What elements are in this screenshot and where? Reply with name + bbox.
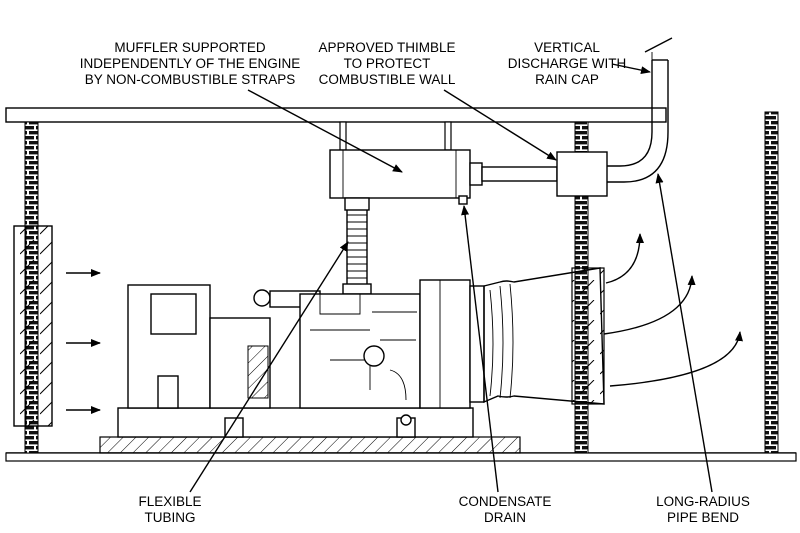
- tubing-label-line-1: FLEXIBLE: [138, 494, 201, 509]
- discharge-label-line-2: DISCHARGE WITH: [508, 56, 627, 71]
- drain-label-line-2: DRAIN: [484, 510, 526, 525]
- muffler-leader: [247, 89, 403, 173]
- muffler-straps: [339, 121, 452, 151]
- intake-louver: [13, 225, 53, 427]
- tubing-leader: [189, 241, 349, 493]
- thimble: [556, 151, 608, 197]
- leader-lines: [189, 63, 713, 493]
- bend-leader: [655, 173, 713, 493]
- muffler-label-line-1: MUFFLER SUPPORTED: [114, 40, 266, 55]
- generator-set: [117, 267, 605, 438]
- discharge-air-arrows: [603, 233, 743, 387]
- tubing-label-line-2: TUBING: [144, 510, 195, 525]
- thimble-label-line-1: APPROVED THIMBLE: [318, 40, 455, 55]
- muffler: [329, 149, 471, 205]
- discharge-label-line-3: RAIN CAP: [535, 72, 599, 87]
- discharge-leader: [611, 63, 651, 75]
- drain-leader: [461, 205, 499, 493]
- floor-slab: [5, 436, 797, 462]
- drain-label: CONDENSATE DRAIN: [459, 494, 552, 525]
- muffler-label-line-3: BY NON-COMBUSTIBLE STRAPS: [85, 72, 296, 87]
- discharge-label-line-1: VERTICAL: [534, 40, 600, 55]
- radiator: [419, 279, 471, 409]
- intake-air-arrows: [66, 269, 101, 414]
- roof: [5, 107, 667, 123]
- bend-label-line-2: PIPE BEND: [667, 510, 739, 525]
- long-radius-pipe-bend: [607, 60, 669, 183]
- thimble-label-line-3: COMBUSTIBLE WALL: [319, 72, 456, 87]
- generator-mounting-pad: [99, 436, 521, 454]
- tubing-label: FLEXIBLE TUBING: [138, 494, 201, 525]
- muffler-label-line-2: INDEPENDENTLY OF THE ENGINE: [80, 56, 301, 71]
- exhaust-pipe: [469, 162, 558, 186]
- drain-label-line-1: CONDENSATE: [459, 494, 552, 509]
- flexible-tubing: [342, 197, 372, 295]
- thimble-leader: [443, 89, 557, 161]
- thimble-label: APPROVED THIMBLE TO PROTECT COMBUSTIBLE …: [318, 40, 455, 87]
- thimble-label-line-2: TO PROTECT: [344, 56, 431, 71]
- bend-label: LONG-RADIUS PIPE BEND: [656, 494, 750, 525]
- bend-label-line-1: LONG-RADIUS: [656, 494, 750, 509]
- discharge-label: VERTICAL DISCHARGE WITH RAIN CAP: [508, 40, 627, 87]
- muffler-label: MUFFLER SUPPORTED INDEPENDENTLY OF THE E…: [80, 40, 301, 87]
- right-brick-wall: [764, 111, 779, 454]
- rain-cap: [644, 37, 673, 61]
